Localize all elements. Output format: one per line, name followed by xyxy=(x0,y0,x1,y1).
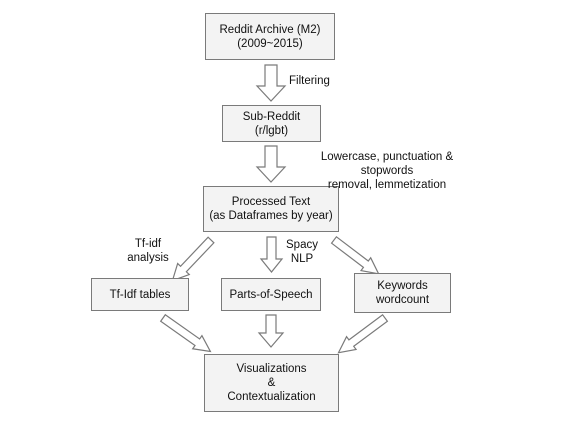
node-subreddit: Sub-Reddit (r/lgbt) xyxy=(222,105,321,142)
edge-label-cleaning: Lowercase, punctuation & stopwords remov… xyxy=(297,150,477,192)
node-keywords-title: Keywords xyxy=(377,280,428,292)
node-visualizations-line2: & xyxy=(267,377,276,389)
edge-label-cleaning-line1: Lowercase, punctuation & stopwords xyxy=(320,151,454,177)
edge-label-tfidf-line2: analysis xyxy=(127,252,169,264)
edge-label-spacy-nlp: Spacy NLP xyxy=(282,238,322,266)
node-processed-text-title: Processed Text xyxy=(231,196,311,208)
node-processed-text: Processed Text (as Dataframes by year) xyxy=(203,186,339,232)
arrow-keywords-to-viz xyxy=(337,313,389,354)
edge-label-spacy-line1: Spacy xyxy=(286,239,318,251)
node-visualizations: Visualizations & Contextualization xyxy=(204,354,339,412)
arrow-tfidf-to-viz xyxy=(159,313,212,353)
node-keywords-subtitle: wordcount xyxy=(375,294,430,306)
edge-label-filtering-text: Filtering xyxy=(289,75,330,87)
node-parts-of-speech-title: Parts-of-Speech xyxy=(229,288,313,301)
node-tfidf-tables: Tf-Idf tables xyxy=(91,278,189,311)
arrow-processed-to-pos xyxy=(259,236,284,273)
edge-label-cleaning-line2: removal, lemmetization xyxy=(327,179,447,191)
node-visualizations-line3: Contextualization xyxy=(227,391,316,403)
edge-label-filtering: Filtering xyxy=(289,74,330,88)
node-parts-of-speech: Parts-of-Speech xyxy=(221,278,321,311)
node-processed-text-subtitle: (as Dataframes by year) xyxy=(209,210,333,222)
node-tfidf-tables-title: Tf-Idf tables xyxy=(109,288,171,301)
edge-label-spacy-line2: NLP xyxy=(290,253,314,265)
node-subreddit-name: (r/lgbt) xyxy=(254,124,289,137)
arrow-processed-to-tfidf xyxy=(171,236,215,282)
arrow-subreddit-to-processed xyxy=(255,145,287,183)
node-visualizations-line1: Visualizations xyxy=(236,363,307,375)
arrow-pos-to-viz xyxy=(257,314,285,348)
arrow-processed-to-keywords xyxy=(330,235,380,275)
node-keywords-wordcount: Keywords wordcount xyxy=(354,273,451,313)
edge-label-tfidf-line1: Tf-idf xyxy=(134,238,162,250)
arrow-archive-to-subreddit xyxy=(255,64,287,102)
node-reddit-archive-years: (2009~2015) xyxy=(237,37,303,50)
edge-label-tfidf-analysis: Tf-idf analysis xyxy=(118,237,178,265)
node-reddit-archive-title: Reddit Archive (M2) xyxy=(219,23,321,36)
node-reddit-archive: Reddit Archive (M2) (2009~2015) xyxy=(205,13,335,60)
node-subreddit-title: Sub-Reddit xyxy=(242,110,301,123)
